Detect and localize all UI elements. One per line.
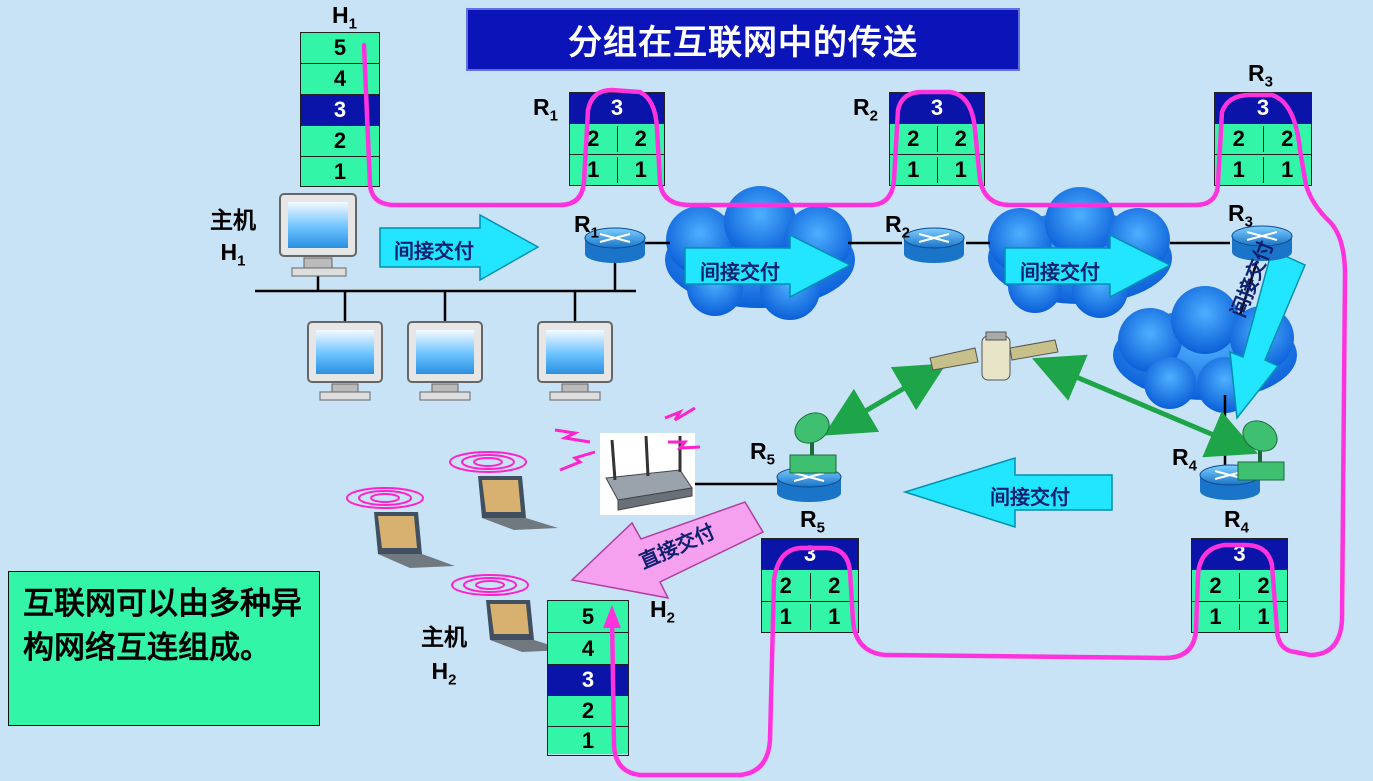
router-r5-label: R5 xyxy=(750,438,775,469)
layer-3: 3 xyxy=(1215,93,1311,124)
layer-5: 5 xyxy=(548,601,628,633)
computer-icon-h1 xyxy=(279,193,357,277)
host1-caption: 主机 H1 xyxy=(210,207,256,270)
summary-note: 互联网可以由多种异构网络互连组成。 xyxy=(8,571,320,726)
satellite-dish-icon-r4 xyxy=(1237,420,1285,481)
layer-3: 3 xyxy=(301,95,379,126)
router-r4-stack-label: R4 xyxy=(1224,506,1249,537)
layer-1: 1 xyxy=(301,157,379,186)
computer-icon-lan-3 xyxy=(537,321,613,401)
host2-stack-label: H2 xyxy=(650,596,675,627)
indirect-delivery-label-1: 间接交付 xyxy=(394,241,474,263)
layer-3: 3 xyxy=(548,665,628,696)
layer-3: 3 xyxy=(890,93,984,124)
router-r1-label: R1 xyxy=(574,211,599,242)
host2-protocol-stack: 5 4 3 2 1 xyxy=(547,600,629,756)
layer-2: 2 xyxy=(548,696,628,727)
layer-4: 4 xyxy=(301,64,379,95)
router-r3-stack-label: R3 xyxy=(1248,60,1273,91)
computer-icon-lan-1 xyxy=(307,321,383,401)
layer-3: 3 xyxy=(570,93,664,124)
layer-1: 1 xyxy=(548,727,628,754)
router-r2-stack-label: R2 xyxy=(853,94,878,125)
router-r1-stack-label: R1 xyxy=(533,94,558,125)
layer-3: 3 xyxy=(762,539,858,570)
indirect-delivery-label-2: 间接交付 xyxy=(700,262,780,284)
layer-2: 2 xyxy=(301,126,379,157)
laptop-icon-2 xyxy=(346,487,455,568)
router-r3-label: R3 xyxy=(1228,200,1253,231)
layer-3: 3 xyxy=(1192,539,1287,570)
host1-protocol-stack: 5 4 3 2 1 xyxy=(300,32,380,187)
indirect-delivery-label-4: 间接交付 xyxy=(990,487,1070,509)
router-icon-r2 xyxy=(903,227,965,263)
router-r5-stack-label: R5 xyxy=(800,506,825,537)
host2-caption: 主机 H2 xyxy=(421,624,467,689)
host1-stack-label: H1 xyxy=(332,2,357,33)
laptop-icon-1 xyxy=(449,451,558,530)
satellite-dish-icon-r5 xyxy=(789,412,837,474)
layer-4: 4 xyxy=(548,633,628,665)
layer-5: 5 xyxy=(301,33,379,64)
router-r2-label: R2 xyxy=(885,211,910,242)
satellite-icon xyxy=(929,331,1059,381)
indirect-delivery-label-3: 间接交付 xyxy=(1020,262,1100,284)
computer-icon-lan-2 xyxy=(407,321,483,401)
slide-title: 分组在互联网中的传送 xyxy=(466,8,1020,71)
router-r4-label: R4 xyxy=(1172,444,1197,475)
